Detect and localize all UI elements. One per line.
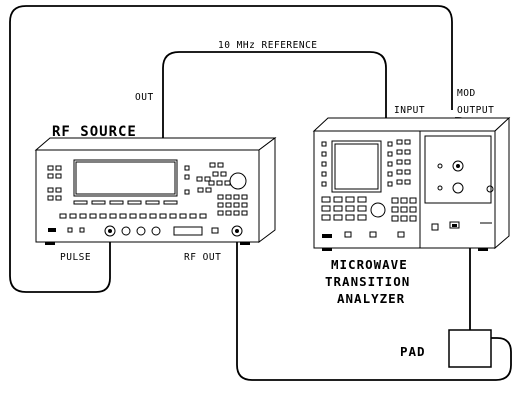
out-label: OUT xyxy=(135,92,154,103)
analyzer-front-connector xyxy=(452,160,464,172)
mod-output-label-line1: MOD xyxy=(457,88,476,99)
mod-output-label-line2: OUTPUT xyxy=(457,105,494,116)
analyzer-label-line3: ANALYZER xyxy=(337,291,405,306)
rf-out-label: RF OUT xyxy=(184,252,221,263)
reference-cable xyxy=(162,51,387,138)
rf-source-instrument xyxy=(34,137,277,245)
rf-out-connector xyxy=(231,225,243,237)
rf-source-display xyxy=(73,159,178,197)
microwave-transition-analyzer xyxy=(312,116,511,251)
rf-out-cable xyxy=(236,232,512,381)
pulse-label: PULSE xyxy=(60,252,91,263)
pad-box xyxy=(448,329,492,368)
rf-source-knob xyxy=(229,172,247,190)
mod-output-to-pulse-cable xyxy=(9,5,453,293)
analyzer-knob xyxy=(370,202,386,218)
analyzer-screen xyxy=(331,140,382,193)
reference-label: 10 MHz REFERENCE xyxy=(218,40,318,51)
analyzer-label-line2: TRANSITION xyxy=(325,274,410,289)
rf-source-label: RF SOURCE xyxy=(52,124,137,140)
pad-label: PAD xyxy=(400,344,426,359)
input-label: INPUT xyxy=(394,105,425,116)
analyzer-label-line1: MICROWAVE xyxy=(331,257,408,272)
pulse-connector xyxy=(104,225,116,237)
